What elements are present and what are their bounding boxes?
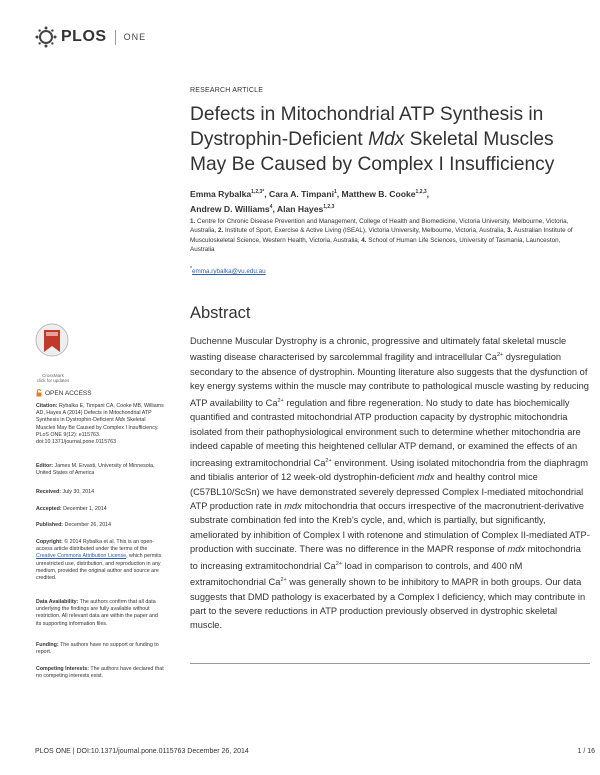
citation-block: Citation: Rybalka E, Timpani CA, Cooke M… [36, 403, 164, 446]
article-type-label: RESEARCH ARTICLE [190, 87, 264, 94]
footer-citation: PLOS ONE | DOI:10.1371/journal.pone.0115… [35, 748, 249, 755]
author-affiliation-marker: 1,2,3 [323, 203, 335, 210]
author-name: Alan Hayes [276, 203, 324, 214]
open-access-label: OPEN ACCESS [36, 389, 92, 397]
author-name: Emma Rybalka [190, 188, 252, 199]
author-affiliation-marker: 4 [269, 203, 273, 210]
license-link[interactable]: Creative Commons Attribution License [36, 553, 127, 560]
crossmark-icon [35, 323, 69, 357]
open-lock-icon [36, 389, 42, 397]
email-link[interactable]: emma.rybalka@vu.edu.au [192, 268, 266, 276]
corresponding-email: *emma.rybalka@vu.edu.au [190, 266, 266, 276]
data-availability-block: Data Availability: The authors confirm t… [36, 599, 158, 627]
journal-name: ONE [123, 32, 147, 42]
plos-logo[interactable]: PLOS ONE [35, 26, 146, 48]
page-number: 1 / 16 [577, 748, 595, 755]
author-affiliation-marker: 1,2,3 [415, 189, 427, 195]
author-name: Cara A. Timpani [269, 188, 334, 199]
crossmark-badge[interactable] [34, 322, 70, 372]
received-date: Received: July 30, 2014 [36, 489, 95, 495]
author-name: Matthew B. Cooke [341, 188, 416, 199]
content-divider [190, 663, 590, 664]
author-name: Andrew D. Williams [190, 203, 270, 214]
publisher-name: PLOS [61, 28, 107, 45]
plos-logo-icon [35, 26, 57, 48]
editor-block: Editor: James M. Ervasti, University of … [36, 463, 155, 477]
competing-interests-block: Competing Interests: The authors have de… [36, 666, 164, 680]
article-title: Defects in Mitochondrial ATP Synthesis i… [190, 104, 555, 175]
accepted-date: Accepted: December 1, 2014 [36, 506, 107, 512]
author-affiliation-marker: 1,2,3* [251, 189, 265, 195]
author-list: Emma Rybalka1,2,3*, Cara A. Timpani1, Ma… [190, 188, 430, 214]
copyright-block: Copyright: © 2014 Rybalka et al. This is… [36, 539, 162, 582]
published-date: Published: December 26, 2014 [36, 522, 112, 528]
author-affiliation-marker: 1 [333, 189, 337, 195]
logo-divider [114, 29, 116, 45]
affiliations: 1. Centre for Chronic Disease Prevention… [190, 218, 573, 253]
abstract-text: Duchenne Muscular Dystrophy is a chronic… [190, 336, 590, 631]
funding-block: Funding: The authors have no support or … [36, 642, 159, 656]
abstract-heading: Abstract [190, 304, 251, 322]
